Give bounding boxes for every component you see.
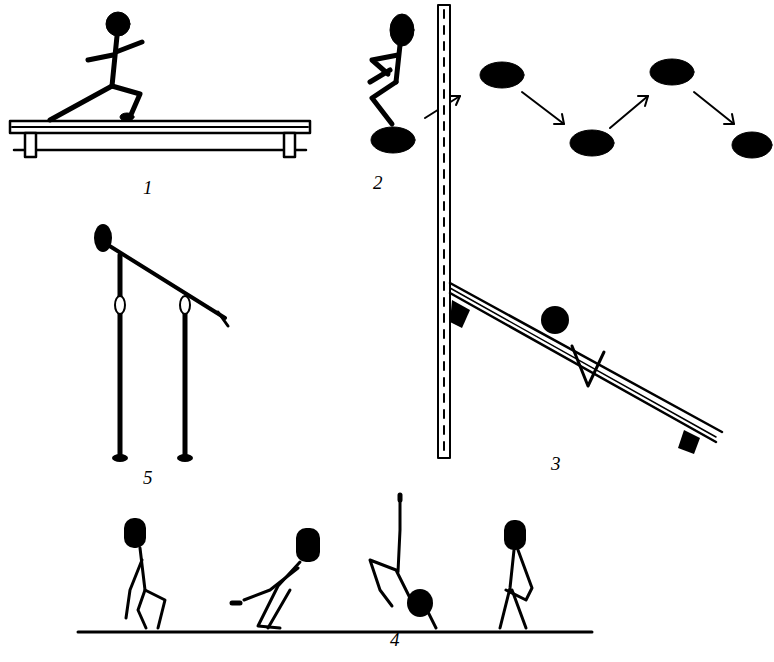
bench-lunge-figure xyxy=(10,12,310,157)
incline-bench-figure xyxy=(438,5,722,458)
parallel-bars-figure xyxy=(94,224,228,462)
figure-number: 5 xyxy=(143,468,153,487)
figure-number: 2 xyxy=(373,173,383,192)
figure-number: 3 xyxy=(551,454,561,473)
figure-number: 4 xyxy=(390,630,400,649)
figure-number: 1 xyxy=(143,178,153,197)
roll-sequence-figure xyxy=(78,495,592,632)
jumping-stones-figure xyxy=(370,14,772,158)
